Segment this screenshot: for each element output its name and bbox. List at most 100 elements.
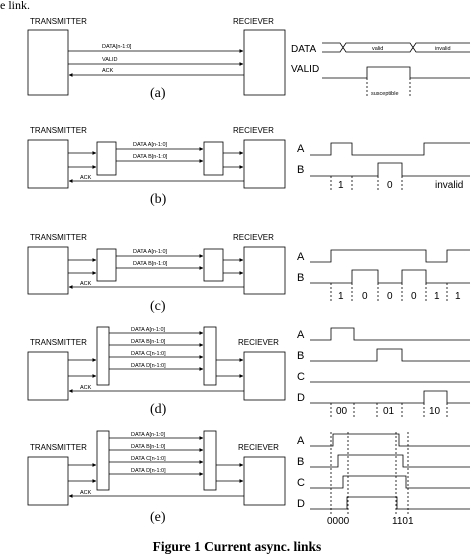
waveform-b	[310, 348, 470, 362]
signal-label: ACK	[102, 68, 114, 74]
receiver-label: RECIEVER	[233, 233, 274, 242]
encoder-block	[96, 326, 110, 386]
header-fragment: e link.	[0, 0, 30, 12]
transmitter-box	[27, 456, 69, 506]
decoder-block	[203, 141, 224, 176]
waveform-a	[310, 249, 470, 263]
wave-label-a: A	[297, 251, 305, 263]
susceptible-label: susceptible	[371, 91, 399, 97]
value-label: 10	[429, 406, 441, 417]
signal-label: DATA D[n-1:0]	[131, 363, 166, 369]
decoder-block	[203, 430, 217, 491]
value-label: 0	[387, 291, 393, 302]
receiver-box	[243, 351, 286, 401]
waveform-d	[310, 496, 470, 510]
signal-label: VALID	[102, 57, 118, 63]
wave-label-b: B	[297, 456, 304, 468]
signal-label: ACK	[80, 385, 92, 391]
panel-caption: (d)	[150, 402, 167, 417]
panel-c: TRANSMITTER RECIEVER DATA A[n-1:0] DATA …	[27, 233, 470, 314]
wave-label-c: C	[297, 477, 305, 489]
value-label: 1	[338, 180, 344, 191]
transmitter-box	[27, 29, 69, 96]
panel-b: TRANSMITTER RECIEVER DATA A[n-1:0] DATA …	[27, 126, 470, 207]
transmitter-label: TRANSMITTER	[30, 338, 87, 347]
signal-label: DATA C[n-1:0]	[131, 456, 166, 462]
transmitter-box	[27, 246, 69, 295]
panel-caption: (c)	[150, 299, 166, 314]
wave-label-b: B	[297, 350, 304, 362]
wave-label-a: A	[297, 329, 305, 341]
signal-label: DATA A[n-1:0]	[133, 249, 168, 255]
signal-label: DATA B[n-1:0]	[131, 444, 166, 450]
value-label: 0	[362, 291, 368, 302]
wave-label-d: D	[297, 498, 305, 510]
waveform-b	[310, 454, 470, 468]
signal-label: DATA B[n-1:0]	[133, 261, 168, 267]
transmitter-label: TRANSMITTER	[30, 233, 87, 242]
data-wave-label: DATA	[291, 44, 317, 55]
data-bus-bottom	[322, 42, 470, 53]
receiver-box	[243, 246, 286, 295]
signal-label: DATA D[n-1:0]	[131, 468, 166, 474]
signal-label: DATA B[n-1:0]	[133, 154, 168, 160]
panel-caption: (a)	[150, 86, 166, 101]
receiver-box	[243, 139, 286, 189]
receiver-box	[243, 29, 286, 96]
receiver-label: RECIEVER	[238, 443, 279, 452]
panel-d: TRANSMITTER RECIEVER DATA A[n-1:0] DATA …	[27, 326, 470, 417]
panel-caption: (b)	[150, 192, 167, 207]
value-label: 1	[455, 291, 461, 302]
wave-label-c: C	[297, 371, 305, 383]
signal-label: ACK	[80, 175, 92, 181]
decoder-block	[203, 326, 217, 386]
value-label: invalid	[435, 180, 463, 191]
value-label: 1101	[392, 516, 414, 527]
waveform-b	[310, 269, 470, 284]
waveform-c	[310, 475, 470, 489]
signal-label: DATA A[n-1:0]	[131, 327, 166, 333]
decoder-block	[203, 248, 224, 282]
wave-label-b: B	[297, 164, 304, 176]
panel-a: TRANSMITTER RECIEVER DATA[n-1:0] VALID A…	[27, 17, 470, 101]
encoder-block	[96, 430, 110, 491]
wave-label-d: D	[297, 392, 305, 404]
signal-label: DATA A[n-1:0]	[131, 432, 166, 438]
valid-wave-label: VALID	[291, 64, 319, 75]
receiver-label: RECIEVER	[233, 17, 274, 26]
value-label: 1	[434, 291, 440, 302]
waveform-a	[310, 327, 470, 341]
wave-label-a: A	[297, 435, 305, 447]
transmitter-box	[27, 351, 69, 401]
waveform-a	[310, 433, 470, 447]
signal-label: DATA A[n-1:0]	[133, 142, 168, 148]
signal-label: ACK	[80, 281, 92, 287]
value-label: 01	[383, 406, 395, 417]
wave-label-b: B	[297, 272, 304, 284]
invalid-segment-label: invalid	[435, 46, 451, 52]
waveform-b	[310, 162, 470, 177]
signal-label: ACK	[80, 490, 92, 496]
valid-segment-label: valid	[372, 46, 383, 52]
value-label: 00	[336, 406, 348, 417]
receiver-label: RECIEVER	[238, 338, 279, 347]
value-label: 0	[411, 291, 417, 302]
figure-title: Figure 1 Current async. links	[153, 539, 322, 554]
waveform-d	[310, 390, 470, 404]
transmitter-label: TRANSMITTER	[30, 126, 87, 135]
encoder-block	[96, 141, 117, 176]
signal-label: DATA[n-1:0]	[102, 44, 132, 50]
transmitter-label: TRANSMITTER	[30, 443, 87, 452]
panel-caption: (e)	[150, 510, 166, 525]
value-label: 0000	[327, 516, 350, 527]
value-label: 1	[338, 291, 344, 302]
signal-label: DATA B[n-1:0]	[131, 339, 166, 345]
receiver-box	[243, 456, 286, 506]
value-label: 0	[387, 180, 393, 191]
valid-waveform	[322, 66, 470, 79]
encoder-block	[96, 248, 117, 282]
receiver-label: RECIEVER	[233, 126, 274, 135]
signal-label: DATA C[n-1:0]	[131, 351, 166, 357]
data-bus-top	[322, 42, 470, 53]
